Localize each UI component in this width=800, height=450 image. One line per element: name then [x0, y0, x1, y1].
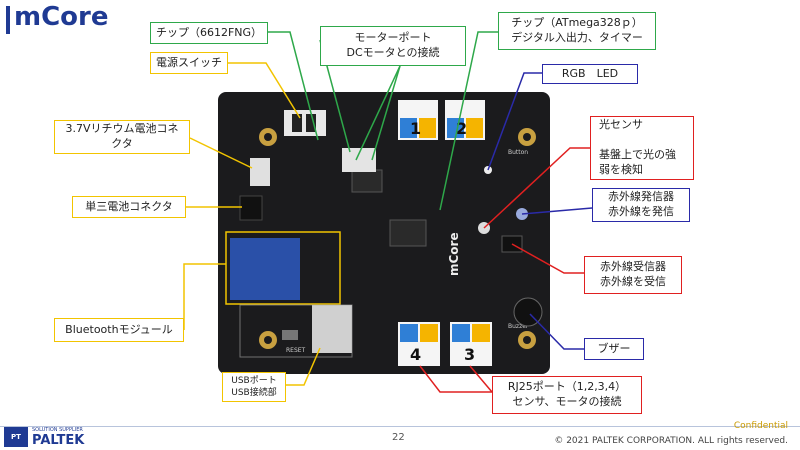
callout-rj25-port: RJ25ポート（1,2,3,4） センサ、モータの接続 [492, 376, 642, 414]
callout-aa-battery-connector: 単三電池コネクタ [72, 196, 186, 218]
title-accent-bar [6, 6, 10, 34]
buzzer-label: Buzzer [508, 323, 529, 330]
paltek-logo-icon: PT [4, 427, 28, 447]
copyright-text: © 2021 PALTEK CORPORATION. ALL rights re… [554, 436, 788, 446]
company-logo-text: PALTEK [32, 433, 85, 448]
rj25-port-2 [445, 100, 485, 140]
port2-label: 2 [456, 119, 467, 138]
callout-power-switch: 電源スイッチ [150, 52, 228, 74]
callout-ir-emitter: 赤外線発信器 赤外線を発信 [592, 188, 690, 222]
callout-ir-receiver: 赤外線受信器 赤外線を受信 [584, 256, 682, 294]
rj25-port-4 [398, 322, 440, 366]
reset-label: RESET [286, 347, 306, 354]
port1-label: 1 [410, 119, 421, 138]
callout-usb-port: USBポート USB接続部 [222, 372, 286, 402]
port3-label: 3 [464, 345, 475, 364]
callout-buzzer: ブザー [584, 338, 644, 360]
board-brand: mCore [447, 232, 461, 276]
page-number: 22 [392, 432, 405, 443]
confidential-label: Confidential [733, 421, 788, 431]
callout-light-sensor: 光センサ 基盤上で光の強 弱を検知 [590, 116, 694, 180]
callout-battery-connector: 3.7Vリチウム電池コネ クタ [54, 120, 190, 154]
page-title: mCore [14, 2, 109, 32]
port4-label: 4 [410, 345, 421, 364]
callout-bluetooth-module: Bluetoothモジュール [54, 318, 184, 342]
rj25-port-1 [398, 100, 438, 140]
rj25-port-3 [450, 322, 492, 366]
logo-tagline: SOLUTION SUPPLIER [32, 427, 83, 433]
footer-divider [0, 426, 800, 427]
callout-motor-port: モーターポート DCモータとの接続 [320, 26, 466, 66]
callout-chip-atmega: チップ（ATmega328ｐ） デジタル入出力、タイマー [498, 12, 656, 50]
callout-rgb-led: RGB LED [542, 64, 638, 84]
button-label: Button [508, 149, 528, 156]
callout-chip-6612: チップ（6612FNG） [150, 22, 268, 44]
